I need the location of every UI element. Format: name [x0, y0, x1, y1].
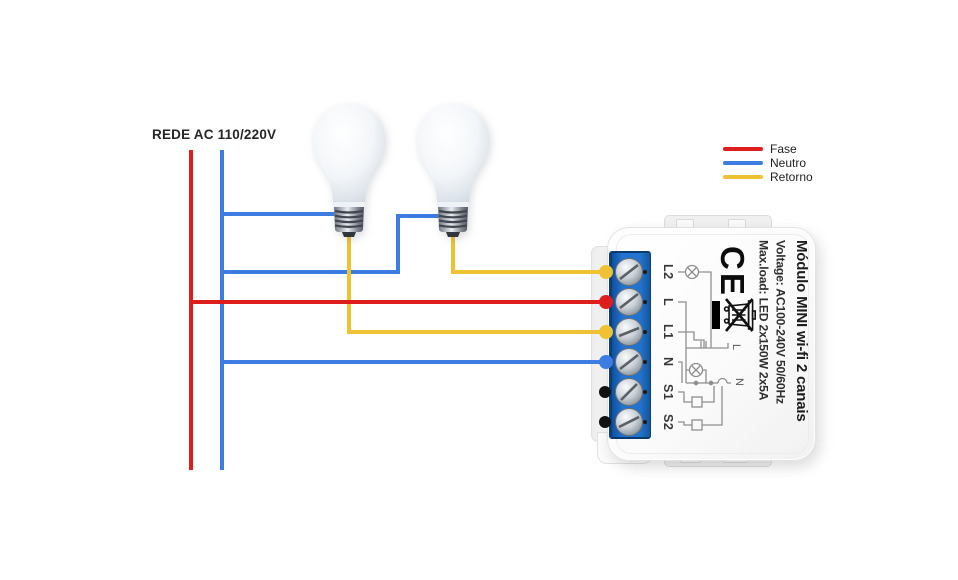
neutro-swatch	[723, 161, 763, 165]
clamp-dots	[643, 270, 647, 424]
terminal-label-L: L	[661, 297, 675, 307]
schematic-neutral-label: N	[733, 378, 745, 386]
wire-terminal-dots	[599, 265, 613, 428]
module-name: Módulo MINI wi-fi 2 canais	[793, 240, 810, 422]
legend-item-fase: Fase	[723, 142, 853, 156]
light-bulb-2	[417, 104, 489, 237]
legend-item-neutro: Neutro	[723, 156, 853, 170]
fase-wires	[189, 150, 604, 470]
schematic-live-label: L	[730, 344, 742, 350]
retorno-swatch	[723, 175, 763, 179]
printed-schematic	[678, 264, 731, 431]
light-bulb-1	[313, 104, 385, 237]
mains-source-label: REDE AC 110/220V	[152, 127, 277, 142]
module-detail-graphics: L N	[615, 258, 745, 436]
terminal-label-L1: L1	[661, 324, 675, 340]
terminal-label-S1: S1	[661, 383, 675, 401]
legend-item-retorno: Retorno	[723, 170, 853, 184]
ce-mark: CE	[714, 246, 751, 298]
terminal-label-L2: L2	[661, 264, 675, 280]
module-max-load: Max.load: LED 2x150W 2x5A	[756, 240, 771, 401]
terminal-label-S2: S2	[661, 413, 675, 431]
neutro-label: Neutro	[770, 156, 807, 170]
module-voltage: Voltage: AC100-240V 50/60Hz	[773, 240, 788, 404]
weee-icon	[712, 298, 756, 332]
retorno-label: Retorno	[770, 170, 813, 184]
wire-legend: Fase Neutro Retorno	[723, 142, 853, 184]
fase-swatch	[723, 147, 763, 151]
retorno-wires	[347, 230, 604, 334]
fase-label: Fase	[770, 142, 797, 156]
terminal-label-N: N	[661, 357, 675, 367]
terminal-screws	[615, 258, 643, 436]
module-text-block: Módulo MINI wi-fi 2 canais Voltage: AC10…	[744, 240, 810, 455]
neutro-wires	[220, 150, 604, 470]
